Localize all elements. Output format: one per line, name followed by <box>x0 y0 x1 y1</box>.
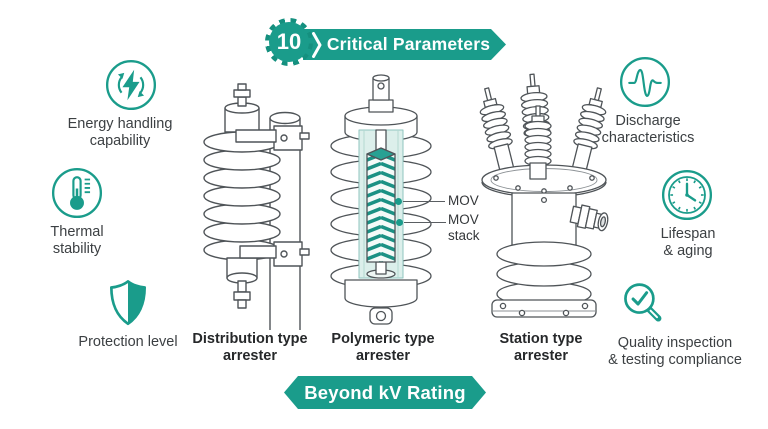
parameter-label: Thermal stability <box>50 224 104 257</box>
parameter-energy-handling: Energy handling capability <box>40 58 200 149</box>
distribution-arrester-label: Distribution type arrester <box>192 331 308 365</box>
mov-callout-dot <box>395 197 402 205</box>
polymeric-arrester-label: Polymeric type arrester <box>331 331 435 365</box>
parameter-label: Lifespan & aging <box>660 226 716 259</box>
title-banner: Critical Parameters <box>303 29 506 60</box>
ten-badge-seal: 10 <box>265 18 313 66</box>
station-arrester-illustration <box>479 73 609 318</box>
parameter-lifespan-aging: Lifespan & aging <box>627 168 749 259</box>
mov-label: MOV <box>448 193 479 208</box>
mov-stack-callout-line <box>404 221 446 223</box>
parameter-label: Energy handling capability <box>67 116 173 149</box>
footer-title: Beyond kV Rating <box>304 381 466 403</box>
shield-icon <box>110 280 146 326</box>
distribution-arrester-illustration <box>203 83 310 330</box>
bracket-icon <box>312 32 322 58</box>
parameter-label: Discharge characteristics <box>601 113 695 146</box>
mov-stack-label: MOV stack <box>448 212 480 243</box>
magnifier-check-icon <box>624 283 662 322</box>
footer-banner: Beyond kV Rating <box>284 376 486 409</box>
clock-icon <box>661 169 713 221</box>
waveform-icon <box>619 56 671 108</box>
thermometer-icon <box>51 167 103 219</box>
parameter-thermal-stability: Thermal stability <box>17 166 137 257</box>
polymeric-arrester-illustration <box>330 74 432 325</box>
parameter-quality-inspection: Quality inspection & testing compliance <box>583 277 767 368</box>
page-title: Critical Parameters <box>326 34 491 54</box>
station-arrester-label: Station type arrester <box>499 331 583 365</box>
badge-number: 10 <box>276 29 302 54</box>
mov-callout-line <box>403 200 445 202</box>
energy-cycle-icon <box>105 59 157 111</box>
parameter-discharge-characteristics: Discharge characteristics <box>573 55 723 146</box>
mov-stack-callout-dot <box>396 218 403 226</box>
parameter-label: Protection level <box>78 334 178 350</box>
parameter-label: Quality inspection & testing compliance <box>608 335 742 368</box>
parameter-protection-level: Protection level <box>48 276 208 351</box>
